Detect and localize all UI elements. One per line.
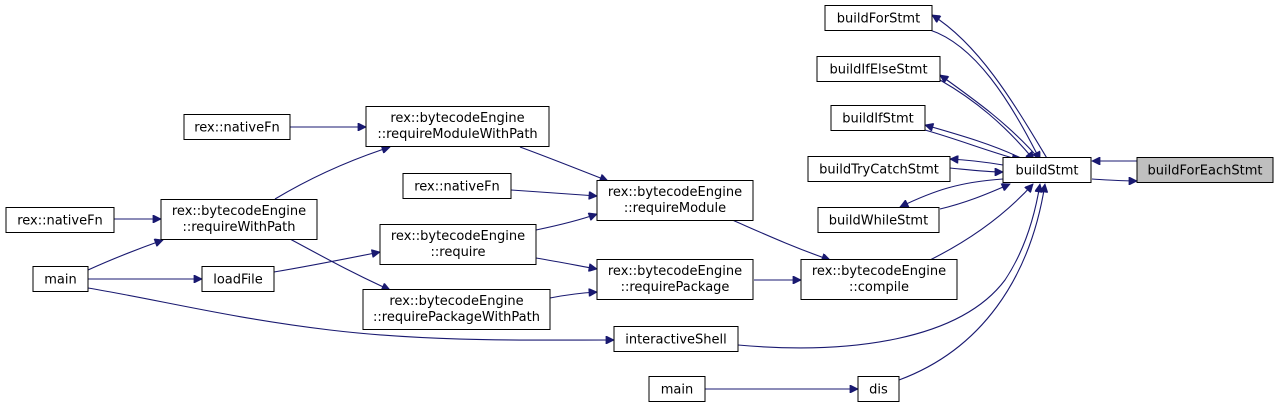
- edge-interactiveShell-buildStmt: [737, 184, 1040, 349]
- node-label: loadFile: [213, 273, 263, 288]
- node-nativeFn3[interactable]: rex::nativeFn: [5, 207, 115, 233]
- node-label-line2: ::requireModule: [624, 201, 726, 216]
- node-buildIfElseStmt[interactable]: buildIfElseStmt: [816, 56, 941, 82]
- edge-compile-buildStmt: [929, 184, 1033, 261]
- edge-buildWhileStmt-buildStmt: [939, 184, 1010, 210]
- edge-requirePackageWithPath-requirePackage: [549, 292, 597, 299]
- node-label: buildIfStmt: [842, 112, 914, 127]
- node-nativeFn1[interactable]: rex::nativeFn: [183, 114, 291, 140]
- node-label-line1: rex::bytecodeEngine: [172, 204, 306, 219]
- node-require[interactable]: rex::bytecodeEngine ::require: [379, 224, 537, 265]
- edge-buildStmt-buildIfStmt: [925, 125, 1026, 161]
- node-label-line1: rex::bytecodeEngine: [812, 264, 946, 279]
- node-label-line2: ::requirePackage: [621, 280, 730, 295]
- edge-main1-requireWithPath: [87, 240, 163, 271]
- edge-requireModuleWithPath-requireModule: [519, 146, 608, 181]
- node-buildWhileStmt[interactable]: buildWhileStmt: [817, 207, 940, 233]
- node-label: buildWhileStmt: [829, 214, 928, 229]
- edge-buildIfStmt-buildStmt: [924, 129, 1020, 160]
- node-label-line1: rex::bytecodeEngine: [390, 111, 524, 126]
- node-label: rex::nativeFn: [17, 214, 103, 229]
- node-main1[interactable]: main: [32, 266, 89, 292]
- edge-requireWithPath-requirePackageWithPath: [289, 238, 390, 290]
- node-label: buildIfElseStmt: [829, 63, 927, 78]
- edge-buildStmt-buildTryCatchStmt: [950, 159, 1004, 166]
- node-buildForStmt[interactable]: buildForStmt: [824, 5, 933, 31]
- node-buildForEachStmt[interactable]: buildForEachStmt: [1136, 157, 1274, 183]
- node-nativeFn2[interactable]: rex::nativeFn: [402, 173, 512, 199]
- edge-buildIfElseStmt-buildStmt: [939, 79, 1034, 160]
- node-label: buildTryCatchStmt: [819, 163, 939, 178]
- edge-nativeFn2-requireModule: [510, 189, 597, 196]
- node-label: interactiveShell: [625, 333, 727, 348]
- node-requireWithPath[interactable]: rex::bytecodeEngine ::requireWithPath: [160, 199, 318, 240]
- node-loadFile[interactable]: loadFile: [201, 266, 275, 292]
- edge-loadFile-require: [273, 252, 380, 273]
- node-requirePackageWithPath[interactable]: rex::bytecodeEngine ::requirePackageWith…: [362, 289, 551, 330]
- edges: [87, 15, 1137, 389]
- node-label-line1: rex::bytecodeEngine: [608, 264, 742, 279]
- edge-requireWithPath-requireModuleWithPath: [274, 147, 390, 200]
- edge-main1-interactiveShell: [87, 287, 614, 340]
- edge-dis-buildStmt: [898, 184, 1045, 381]
- node-label-line1: rex::bytecodeEngine: [391, 229, 525, 244]
- node-label-line2: ::requireWithPath: [182, 220, 295, 235]
- node-label: rex::nativeFn: [194, 121, 280, 136]
- edge-buildForStmt-buildStmt: [929, 29, 1041, 160]
- node-label-line1: rex::bytecodeEngine: [389, 294, 523, 309]
- node-label: main: [44, 273, 76, 288]
- node-main2[interactable]: main: [648, 376, 706, 402]
- edge-requireModule-compile: [729, 218, 830, 260]
- node-label-line2: ::requireModuleWithPath: [377, 127, 537, 142]
- edge-require-requirePackage: [535, 257, 597, 269]
- edge-buildStmt-buildWhileStmt: [900, 178, 1004, 207]
- nodes: buildForStmt buildIfElseStmt buildIfStmt…: [5, 5, 1274, 402]
- node-interactiveShell[interactable]: interactiveShell: [613, 326, 739, 352]
- node-label: dis: [869, 383, 888, 398]
- node-requireModule[interactable]: rex::bytecodeEngine ::requireModule: [596, 180, 754, 221]
- node-label-line2: ::requirePackageWithPath: [373, 310, 540, 325]
- node-label: rex::nativeFn: [414, 180, 500, 195]
- node-label-line2: ::require: [431, 245, 486, 260]
- node-dis[interactable]: dis: [857, 376, 900, 402]
- node-requireModuleWithPath[interactable]: rex::bytecodeEngine ::requireModuleWithP…: [365, 106, 550, 147]
- node-label-line2: ::compile: [849, 280, 909, 295]
- node-buildIfStmt[interactable]: buildIfStmt: [830, 105, 926, 131]
- node-label: buildForStmt: [837, 12, 920, 27]
- node-buildStmt[interactable]: buildStmt: [1002, 157, 1092, 183]
- node-label-line1: rex::bytecodeEngine: [608, 185, 742, 200]
- node-label: buildForEachStmt: [1148, 164, 1263, 179]
- edge-require-requireModule: [535, 214, 597, 231]
- node-label: buildStmt: [1015, 164, 1078, 179]
- edge-buildStmt-buildForStmt: [932, 15, 1049, 161]
- edge-buildStmt-buildForEachStmt: [1091, 179, 1137, 181]
- edge-buildStmt-buildIfElseStmt: [940, 75, 1041, 161]
- node-requirePackage[interactable]: rex::bytecodeEngine ::requirePackage: [596, 259, 754, 300]
- node-label: main: [661, 383, 693, 398]
- edge-buildTryCatchStmt-buildStmt: [949, 167, 1003, 172]
- node-compile[interactable]: rex::bytecodeEngine ::compile: [800, 259, 958, 300]
- node-buildTryCatchStmt[interactable]: buildTryCatchStmt: [807, 156, 951, 182]
